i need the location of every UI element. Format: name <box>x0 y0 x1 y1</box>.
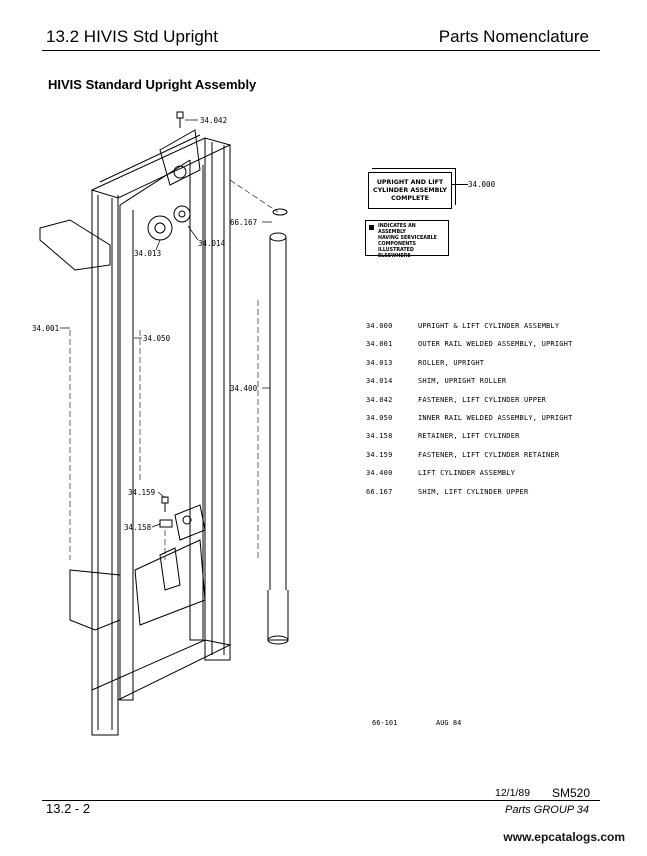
note-line-4: ELSEWHERE <box>378 254 411 259</box>
outer-rail-left <box>91 190 119 736</box>
callout-34-013: 34.013 <box>134 249 161 258</box>
inner-rail-right <box>189 160 204 641</box>
parts-row: 34.158 RETAINER, LIFT CYLINDER <box>366 432 573 450</box>
footer-date: 12/1/89 <box>495 787 531 799</box>
callout-34-050: 34.050 <box>143 334 171 343</box>
top-hood <box>39 219 111 271</box>
drawing-date: AUG 84 <box>436 719 462 727</box>
part-number: 34.400 <box>366 469 393 478</box>
part-number: 34.042 <box>366 395 393 404</box>
parts-row: 66.167 SHIM, LIFT CYLINDER UPPER <box>366 488 573 506</box>
part-description: RETAINER, LIFT CYLINDER <box>418 432 520 441</box>
parts-row: 34.159 FASTENER, LIFT CYLINDER RETAINER <box>366 451 573 469</box>
part-number: 34.159 <box>366 450 393 459</box>
page-number: 13.2 - 2 <box>46 801 91 816</box>
parts-row: 34.050 INNER RAIL WELDED ASSEMBLY, UPRIGH… <box>366 414 573 432</box>
callout-34-400: 34.400 <box>230 384 258 393</box>
part-number: 34.000 <box>366 322 393 330</box>
section-title: HIVIS Standard Upright Assembly <box>48 77 257 92</box>
part-description: LIFT CYLINDER ASSEMBLY <box>418 469 516 478</box>
parts-row: 34.014 SHIM, UPRIGHT ROLLER <box>366 377 573 395</box>
part-number: 34.013 <box>366 358 393 367</box>
note-line-2: HAVING SERVICEABLE <box>378 236 437 241</box>
drawing-number: 66-101 <box>372 719 398 727</box>
callout-34-014: 34.014 <box>198 239 226 248</box>
part-description: FASTENER, LIFT CYLINDER UPPER <box>418 395 547 404</box>
part-number: 34.001 <box>366 340 393 349</box>
legend-line-2: CYLINDER ASSEMBLY <box>373 187 447 194</box>
watermark-link[interactable]: www.epcatalogs.com <box>503 830 625 844</box>
header-section: 13.2 HIVIS Std Upright <box>46 27 218 46</box>
parts-row: 34.400 LIFT CYLINDER ASSEMBLY <box>366 469 573 487</box>
part-description: UPRIGHT & LIFT CYLINDER ASSEMBLY <box>418 322 560 330</box>
callout-34-042: 34.042 <box>200 116 227 125</box>
bottom-crossmember <box>91 639 232 701</box>
parts-group: Parts GROUP 34 <box>505 804 589 816</box>
part-description: ROLLER, UPRIGHT <box>418 358 485 367</box>
header-category: Parts Nomenclature <box>438 27 589 46</box>
parts-row: 34.042 FASTENER, LIFT CYLINDER UPPER <box>366 396 573 414</box>
parts-row: 34.000 UPRIGHT & LIFT CYLINDER ASSEMBLY <box>366 322 573 340</box>
assembly-legend-box: UPRIGHT AND LIFT CYLINDER ASSEMBLY COMPL… <box>368 172 452 209</box>
header-rule <box>42 50 600 51</box>
part-number: 66.167 <box>366 487 393 496</box>
part-description: SHIM, LIFT CYLINDER UPPER <box>418 487 529 496</box>
footer-rule <box>42 800 600 801</box>
callout-34-001: 34.001 <box>32 324 59 333</box>
assembly-note-box: INDICATES AN ASSEMBLY HAVING SERVICEABLE… <box>365 220 449 259</box>
part-description: OUTER RAIL WELDED ASSEMBLY, UPRIGHT <box>418 340 573 349</box>
legend-line-1: UPRIGHT AND LIFT <box>376 179 444 186</box>
callout-34-159: 34.159 <box>128 488 155 497</box>
note-line-3: COMPONENTS ILLUSTRATED <box>378 242 416 253</box>
inner-rail-left <box>119 205 134 701</box>
part-description: FASTENER, LIFT CYLINDER RETAINER <box>418 450 560 459</box>
outer-rail-right <box>204 138 231 661</box>
legend-ref: 34.000 <box>468 180 496 189</box>
lift-cylinder <box>267 208 289 645</box>
parts-row: 34.013 ROLLER, UPRIGHT <box>366 359 573 377</box>
assembly-marker-icon <box>369 225 374 230</box>
part-description: SHIM, UPRIGHT ROLLER <box>418 377 507 386</box>
legend-line-3: COMPLETE <box>391 195 429 202</box>
legend-leader <box>452 184 468 185</box>
part-description: INNER RAIL WELDED ASSEMBLY, UPRIGHT <box>418 413 573 422</box>
top-crossmember <box>90 137 232 199</box>
part-number: 34.158 <box>366 432 393 441</box>
note-line-1: INDICATES AN ASSEMBLY <box>378 224 416 235</box>
footer-model: SM520 <box>552 786 591 800</box>
roller <box>147 215 173 241</box>
part-number: 34.014 <box>366 377 393 386</box>
parts-row: 34.001 OUTER RAIL WELDED ASSEMBLY, UPRIGH… <box>366 340 573 358</box>
roller-shim <box>173 205 191 223</box>
callout-66-167: 66.167 <box>230 218 257 227</box>
parts-list: 34.000 UPRIGHT & LIFT CYLINDER ASSEMBLY 3… <box>366 322 573 506</box>
callout-34-158: 34.158 <box>124 523 152 532</box>
part-number: 34.050 <box>366 413 393 422</box>
